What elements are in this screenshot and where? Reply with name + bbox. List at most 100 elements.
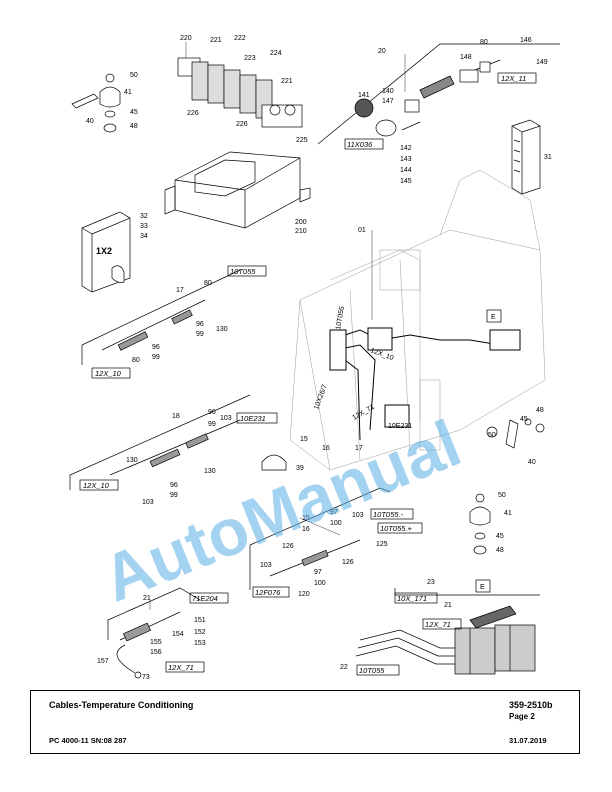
svg-text:50: 50: [498, 492, 506, 499]
svg-text:225: 225: [296, 137, 308, 144]
svg-text:151: 151: [194, 617, 206, 624]
svg-text:200: 200: [295, 219, 307, 226]
svg-text:141: 141: [358, 92, 370, 99]
cable-17: [81, 269, 241, 365]
svg-text:96: 96: [170, 482, 178, 489]
svg-text:39: 39: [296, 465, 304, 472]
box-labels: 1X2 E E: [96, 246, 496, 591]
svg-text:220: 220: [180, 35, 192, 42]
svg-text:40: 40: [86, 118, 94, 125]
svg-text:45: 45: [496, 533, 504, 540]
central-harness: [329, 327, 521, 441]
svg-text:97: 97: [330, 509, 338, 516]
clamp-group-top: [71, 73, 121, 133]
issue-date: 31.07.2019: [509, 736, 547, 745]
svg-text:12X_71: 12X_71: [168, 663, 194, 672]
cable-21-sensor: [107, 587, 201, 679]
svg-text:22: 22: [340, 664, 348, 671]
svg-text:97: 97: [314, 569, 322, 576]
title-block: Cables-Temperature Conditioning 359-2510…: [30, 690, 580, 754]
svg-text:20: 20: [378, 48, 386, 55]
cable-15-16: [249, 487, 391, 590]
svg-text:80: 80: [132, 357, 140, 364]
svg-text:48: 48: [496, 547, 504, 554]
relay-module-stack: [177, 57, 303, 128]
svg-text:33: 33: [140, 223, 148, 230]
svg-text:32: 32: [140, 213, 148, 220]
page-number: Page 2: [509, 712, 535, 721]
svg-text:142: 142: [400, 145, 412, 152]
svg-text:12X_10: 12X_10: [95, 369, 122, 378]
svg-text:100: 100: [330, 520, 342, 527]
svg-text:10X_171: 10X_171: [397, 594, 427, 603]
svg-text:E: E: [491, 314, 496, 321]
svg-text:148: 148: [460, 54, 472, 61]
svg-text:125: 125: [376, 541, 388, 548]
svg-text:12X_71: 12X_71: [425, 620, 451, 629]
svg-text:147: 147: [382, 98, 394, 105]
svg-text:41: 41: [504, 510, 512, 517]
svg-text:144: 144: [400, 167, 412, 174]
svg-text:10E231: 10E231: [388, 423, 412, 430]
svg-text:156: 156: [150, 649, 162, 656]
svg-text:50: 50: [130, 72, 138, 79]
svg-text:146: 146: [520, 37, 532, 44]
svg-text:1X2: 1X2: [96, 246, 112, 256]
svg-text:100: 100: [314, 580, 326, 587]
watermark: AutoManual: [92, 406, 470, 616]
svg-text:23: 23: [427, 579, 435, 586]
svg-text:40: 40: [528, 459, 536, 466]
callouts: 220 221 222 223 224 221 226 226 225 200 …: [86, 35, 552, 681]
svg-text:145: 145: [400, 178, 412, 185]
svg-text:126: 126: [342, 559, 354, 566]
svg-text:45: 45: [130, 109, 138, 116]
module-housing: [164, 151, 311, 229]
svg-text:221: 221: [210, 37, 222, 44]
drawing-title: Cables-Temperature Conditioning: [49, 700, 194, 710]
svg-text:01: 01: [358, 227, 366, 234]
svg-text:130: 130: [126, 457, 138, 464]
svg-text:157: 157: [97, 658, 109, 665]
svg-text:155: 155: [150, 639, 162, 646]
svg-text:140: 140: [382, 88, 394, 95]
connector-assembly-e: [355, 588, 540, 675]
svg-text:120: 120: [298, 591, 310, 598]
svg-text:224: 224: [270, 50, 282, 57]
svg-text:221: 221: [281, 78, 293, 85]
svg-text:73: 73: [142, 674, 150, 681]
svg-text:16: 16: [302, 526, 310, 533]
svg-text:223: 223: [244, 55, 256, 62]
svg-text:17: 17: [355, 445, 363, 452]
svg-text:12X_10: 12X_10: [83, 481, 110, 490]
svg-text:149: 149: [536, 59, 548, 66]
svg-text:96: 96: [152, 344, 160, 351]
svg-text:154: 154: [172, 631, 184, 638]
svg-text:12X_71: 12X_71: [352, 404, 376, 422]
svg-text:99: 99: [208, 421, 216, 428]
svg-text:10T055.-: 10T055.-: [373, 510, 404, 519]
svg-text:45: 45: [520, 416, 528, 423]
clamp-group-right: [469, 418, 545, 555]
svg-text:48: 48: [536, 407, 544, 414]
svg-text:80: 80: [204, 280, 212, 287]
svg-text:10T055: 10T055: [230, 267, 256, 276]
svg-text:99: 99: [152, 354, 160, 361]
svg-text:80: 80: [480, 39, 488, 46]
svg-text:99: 99: [196, 331, 204, 338]
svg-text:34: 34: [140, 233, 148, 240]
cable-20: [317, 43, 560, 145]
reference-tags: 12X_11 11X036 10T055 12X_10 10E231 12X_1…: [83, 74, 526, 675]
document-number: 359-2510b: [509, 700, 553, 710]
parts-diagram: 220 221 222 223 224 221 226 226 225 200 …: [69, 35, 560, 681]
svg-text:99: 99: [170, 492, 178, 499]
svg-text:48: 48: [130, 123, 138, 130]
svg-text:12X_11: 12X_11: [501, 74, 526, 83]
svg-text:16: 16: [322, 445, 330, 452]
svg-text:15: 15: [302, 515, 310, 522]
svg-text:17: 17: [176, 287, 184, 294]
svg-text:152: 152: [194, 629, 206, 636]
svg-text:50: 50: [488, 432, 496, 439]
svg-text:96: 96: [208, 409, 216, 416]
svg-text:41: 41: [124, 89, 132, 96]
svg-text:103: 103: [142, 499, 154, 506]
